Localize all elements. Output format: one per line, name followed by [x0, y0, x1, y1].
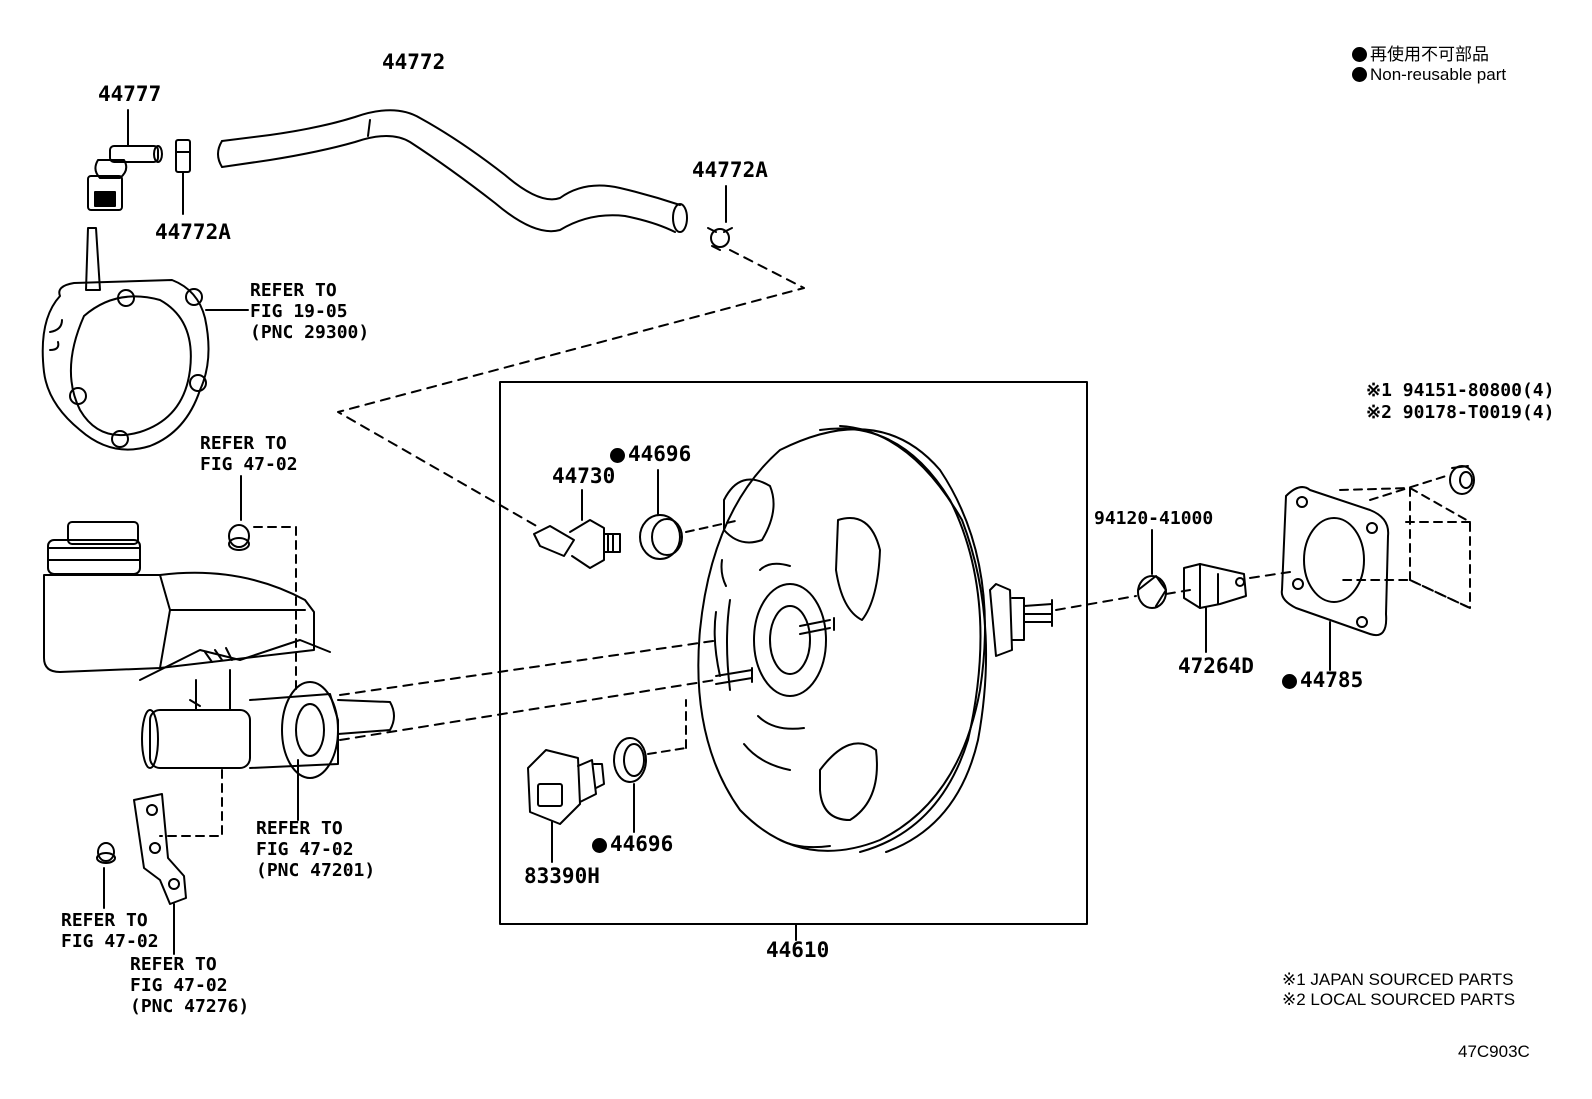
bracket-grommet	[96, 842, 116, 909]
vacuum-hose	[217, 109, 688, 233]
flange-nut	[1449, 465, 1475, 495]
legend-jp: 再使用不可部品	[1352, 40, 1489, 65]
part-44696-top: 44696	[610, 444, 691, 465]
booster-gasket	[1280, 486, 1390, 671]
ref-bracket-grommet: REFER TO FIG 47-02	[61, 910, 159, 952]
part-44610: 44610	[766, 938, 830, 962]
hose-clip-left	[175, 139, 191, 215]
part-94120-41000: 94120-41000	[1094, 508, 1214, 529]
part-44696-bottom-text: 44696	[610, 832, 674, 856]
sensor-grommet	[613, 699, 687, 833]
bushing	[1137, 529, 1167, 609]
hose-clamp-right	[707, 185, 733, 251]
part-44730: 44730	[552, 464, 616, 488]
master-cylinder-assembly	[43, 521, 395, 821]
ref-bracket: REFER TO FIG 47-02 (PNC 47276)	[130, 954, 250, 1017]
part-44696-bottom: 44696	[592, 834, 673, 855]
ref-reservoir-grommet: REFER TO FIG 47-02	[200, 433, 298, 475]
part-44785-text: 44785	[1300, 668, 1364, 692]
brake-booster	[697, 425, 1053, 853]
non-reusable-marker-icon	[592, 838, 607, 853]
non-reusable-marker-icon	[610, 448, 625, 463]
non-reusable-marker-icon	[1352, 67, 1367, 82]
figure-code: 47C903C	[1458, 1042, 1530, 1061]
part-44696-top-text: 44696	[628, 442, 692, 466]
check-valve	[533, 489, 621, 569]
legend-en: Non-reusable part	[1352, 65, 1506, 85]
non-reusable-marker-icon	[1352, 47, 1367, 62]
part-44772A-left: 44772A	[155, 220, 231, 244]
ref-master-cylinder: REFER TO FIG 47-02 (PNC 47201)	[256, 818, 376, 881]
ref-vacuum-pump: REFER TO FIG 19-05 (PNC 29300)	[250, 280, 370, 343]
bracket-47264D	[1183, 563, 1247, 653]
part-bolt-local: ※2 90178-T0019(4)	[1366, 402, 1555, 423]
booster-assembly-frame	[499, 381, 1088, 925]
non-reusable-marker-icon	[1282, 674, 1297, 689]
note-local-sourced: ※2 LOCAL SOURCED PARTS	[1282, 990, 1516, 1009]
part-44772: 44772	[382, 50, 446, 74]
master-cylinder-bracket	[133, 769, 223, 955]
vacuum-sensor	[527, 749, 605, 863]
firewall-box	[1339, 475, 1471, 609]
part-bolt-japan: ※1 94151-80800(4)	[1366, 380, 1555, 401]
part-44777: 44777	[98, 82, 162, 106]
reservoir-grommet	[228, 475, 297, 691]
note-japan-sourced: ※1 JAPAN SOURCED PARTS	[1282, 970, 1514, 989]
check-valve-grommet	[639, 469, 741, 560]
part-47264D: 47264D	[1178, 654, 1254, 678]
vacuum-pump	[41, 227, 249, 451]
part-44772A-right: 44772A	[692, 158, 768, 182]
part-83390H: 83390H	[524, 864, 600, 888]
part-44785: 44785	[1282, 670, 1363, 691]
legend-jp-text: 再使用不可部品	[1370, 45, 1489, 64]
hose-union-fitting	[87, 109, 163, 211]
legend-en-text: Non-reusable part	[1370, 65, 1507, 84]
